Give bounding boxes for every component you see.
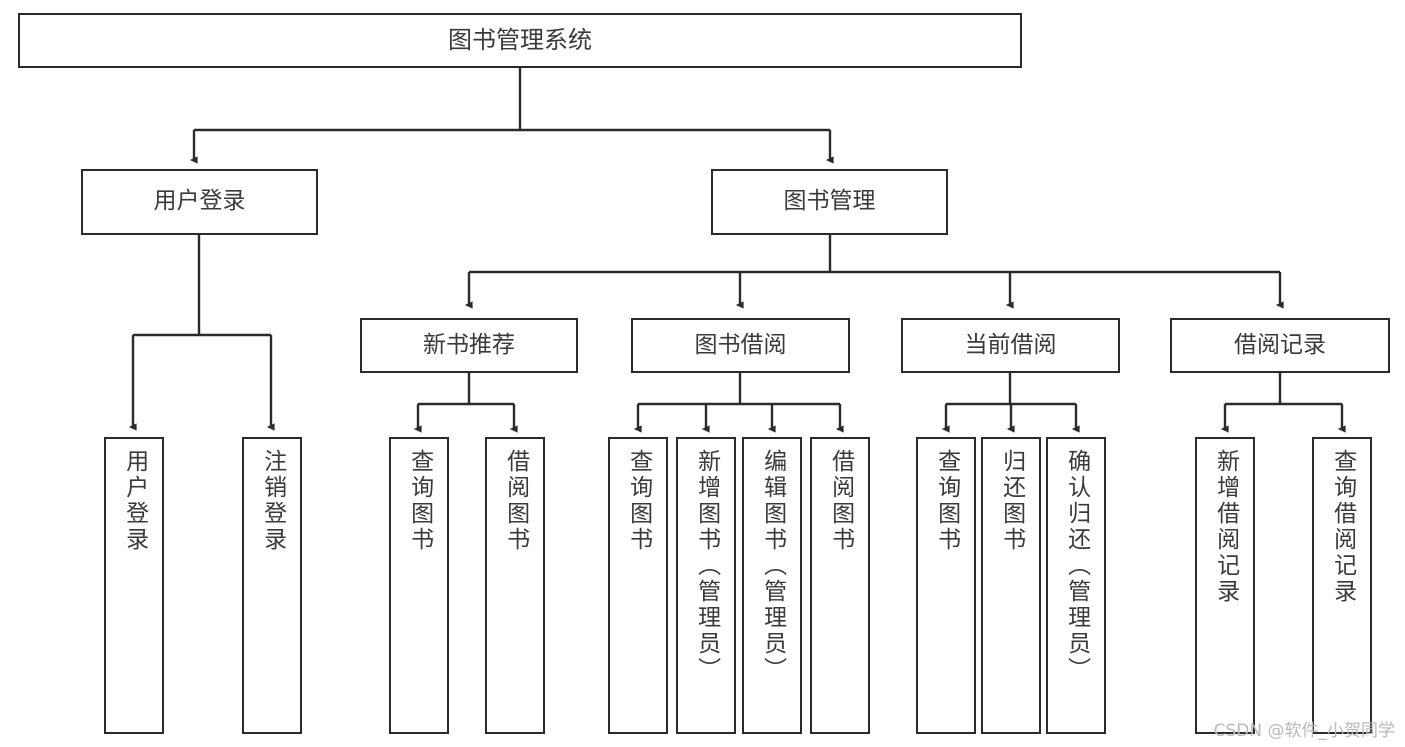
node-leaf-borrow-book-2[interactable]: 借阅图书 — [810, 437, 870, 734]
node-label: 图书管理系统 — [448, 26, 592, 55]
node-leaf-add-book[interactable]: 新增图书（管理员） — [676, 437, 736, 734]
node-label: 注销登录 — [259, 449, 286, 553]
node-label: 新增图书（管理员） — [693, 449, 720, 683]
edge-current-borrow-to-leaves — [941, 373, 1080, 433]
node-leaf-edit-book[interactable]: 编辑图书（管理员） — [742, 437, 802, 734]
node-leaf-query-record[interactable]: 查询借阅记录 — [1312, 437, 1372, 734]
node-label: 确认归还（管理员） — [1063, 449, 1090, 683]
node-leaf-logout[interactable]: 注销登录 — [242, 437, 302, 734]
node-borrow-record[interactable]: 借阅记录 — [1170, 318, 1390, 373]
node-book-management[interactable]: 图书管理 — [711, 169, 948, 235]
node-label: 借阅记录 — [1234, 331, 1326, 358]
edge-book-borrow-to-leaves — [633, 373, 844, 433]
node-label: 图书借阅 — [694, 331, 787, 358]
edge-new-book-recommend-to-leaves — [413, 373, 518, 433]
node-label: 查询图书 — [625, 449, 652, 553]
node-root-system[interactable]: 图书管理系统 — [18, 13, 1022, 68]
node-label: 用户登录 — [153, 188, 246, 215]
node-label: 新增借阅记录 — [1212, 449, 1239, 605]
node-current-borrow[interactable]: 当前借阅 — [901, 318, 1120, 373]
node-label: 图书管理 — [783, 188, 876, 215]
node-leaf-add-record[interactable]: 新增借阅记录 — [1195, 437, 1255, 734]
node-book-borrow[interactable]: 图书借阅 — [631, 318, 850, 373]
node-leaf-return-book[interactable]: 归还图书 — [981, 437, 1041, 734]
node-leaf-query-book-1[interactable]: 查询图书 — [389, 437, 449, 734]
edge-borrow-record-to-leaves — [1220, 373, 1346, 433]
node-label: 编辑图书（管理员） — [759, 449, 786, 683]
node-label: 借阅图书 — [827, 449, 854, 553]
node-label: 查询图书 — [933, 449, 960, 553]
edge-user-login-to-leaves — [128, 235, 275, 431]
node-leaf-borrow-book-1[interactable]: 借阅图书 — [485, 437, 545, 734]
node-label: 查询借阅记录 — [1329, 449, 1356, 605]
node-label: 当前借阅 — [964, 331, 1057, 358]
edge-book-management-to-level3 — [464, 235, 1284, 309]
node-new-book-recommend[interactable]: 新书推荐 — [360, 318, 578, 373]
node-leaf-user-login[interactable]: 用户登录 — [104, 437, 164, 734]
node-leaf-query-book-2[interactable]: 查询图书 — [608, 437, 668, 734]
node-label: 归还图书 — [998, 449, 1025, 553]
node-label: 用户登录 — [121, 449, 148, 553]
node-label: 查询图书 — [406, 449, 433, 553]
node-leaf-query-book-3[interactable]: 查询图书 — [916, 437, 976, 734]
node-label: 新书推荐 — [423, 331, 515, 358]
node-label: 借阅图书 — [502, 449, 529, 553]
node-user-login[interactable]: 用户登录 — [81, 169, 318, 235]
node-leaf-confirm-return[interactable]: 确认归还（管理员） — [1046, 437, 1106, 734]
edge-root-to-level2 — [189, 68, 834, 164]
